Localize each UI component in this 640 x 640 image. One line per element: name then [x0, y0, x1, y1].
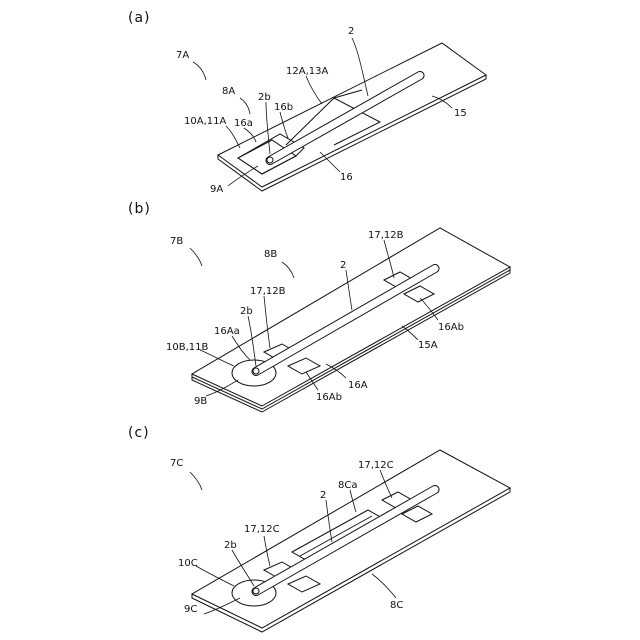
label-15a: 15A	[418, 340, 438, 351]
label-16ab-right: 16Ab	[438, 322, 464, 333]
rod-tip-2b-b	[253, 368, 259, 374]
label-10a-11a: 10A,11A	[184, 116, 226, 127]
label-16b: 16b	[274, 102, 293, 113]
rod-tip-2b-c	[253, 588, 259, 594]
leader-8a	[240, 98, 250, 114]
label-8c: 8C	[390, 600, 403, 611]
label-16: 16	[340, 172, 353, 183]
label-8a: 8A	[222, 86, 235, 97]
label-9b: 9B	[194, 396, 207, 407]
leader-7b	[190, 248, 202, 266]
label-16a: 16a	[234, 118, 253, 129]
label-7a: 7A	[176, 50, 189, 61]
panel-b: (b) 7B 8B 17,12B 2 17,12B 2b 16Aa 10B,11…	[128, 201, 510, 412]
label-7c: 7C	[170, 458, 183, 469]
label-8b: 8B	[264, 249, 277, 260]
leader-7c	[190, 472, 202, 490]
label-17-12c-left: 17,12C	[244, 524, 280, 535]
leader-8b	[282, 262, 294, 278]
leader-12a-13a	[306, 76, 322, 104]
label-8ca: 8Ca	[338, 480, 357, 491]
label-9c: 9C	[184, 604, 197, 615]
panel-c-tag: (c)	[128, 425, 150, 441]
label-2-b: 2	[340, 260, 346, 271]
label-12a-13a: 12A,13A	[286, 66, 328, 77]
label-16ab-bottom: 16Ab	[316, 392, 342, 403]
rod-tip-2b-a	[267, 157, 273, 163]
panel-b-tag: (b)	[128, 201, 151, 217]
label-2b-c: 2b	[224, 540, 237, 551]
label-10c: 10C	[178, 558, 198, 569]
label-17-12b-top: 17,12B	[368, 230, 404, 241]
label-9a: 9A	[210, 184, 223, 195]
label-17-12c-top: 17,12C	[358, 460, 394, 471]
label-16aa: 16Aa	[214, 326, 240, 337]
leader-7a	[193, 62, 206, 80]
leader-10a-11a	[226, 126, 240, 148]
label-2-c: 2	[320, 490, 326, 501]
label-2-a: 2	[348, 26, 354, 37]
label-10b-11b: 10B,11B	[166, 342, 208, 353]
label-17-12b-mid: 17,12B	[250, 286, 286, 297]
panel-a: (a) 7A 8A 2 12A,13A 2b 16b 10A,11A	[128, 10, 486, 195]
panel-a-tag: (a)	[128, 10, 151, 26]
panel-c: (c) 7C 17,12C 8Ca 2 17,12C 2b 10C 9C 8C	[128, 425, 510, 632]
leader-8c	[372, 574, 396, 598]
label-16a: 16A	[348, 380, 368, 391]
label-2b-a: 2b	[258, 92, 271, 103]
label-15: 15	[454, 108, 467, 119]
label-2b-b: 2b	[240, 306, 253, 317]
label-7b: 7B	[170, 236, 183, 247]
